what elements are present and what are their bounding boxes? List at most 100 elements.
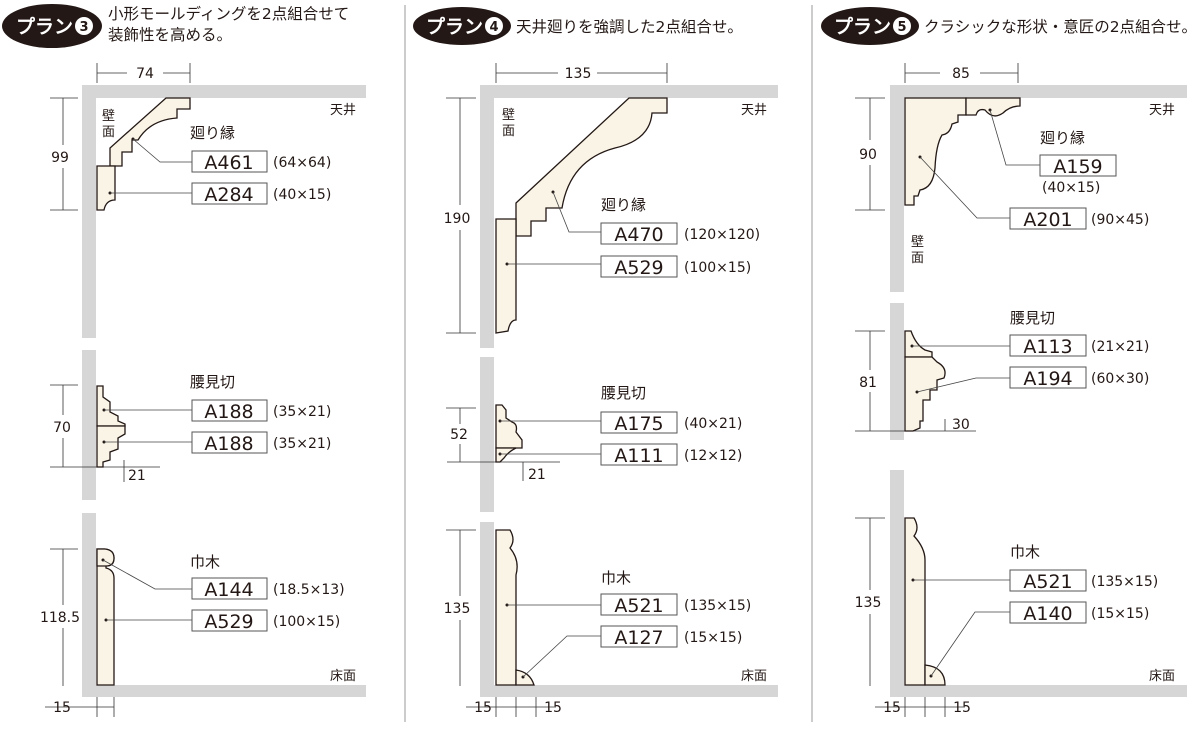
molding-a188 — [96, 385, 126, 427]
dim-depth: 15 — [474, 700, 492, 716]
molding-a521 — [495, 529, 518, 686]
wall — [82, 350, 96, 500]
product-size: (15×15) — [684, 630, 742, 646]
product-code: A175 — [614, 413, 663, 435]
dim-width: 85 — [952, 66, 970, 82]
wall — [890, 85, 904, 292]
plan-description: クラシックな形状・意匠の2点組合せ。 — [924, 17, 1197, 36]
plan-description: 天井廻りを強調した2点組合せ。 — [516, 18, 743, 36]
product-code: A127 — [614, 627, 663, 649]
product-code: A461 — [204, 152, 253, 174]
svg-text:プラン: プラン — [834, 15, 891, 38]
dim-width: 74 — [136, 66, 154, 82]
plan-badge: プラン 4 — [413, 7, 511, 45]
product-size: (100×15) — [273, 614, 340, 630]
wall-label: 壁 — [502, 108, 515, 123]
wall — [890, 303, 904, 440]
dim-depth: 30 — [952, 417, 970, 433]
plan-3-panel: プラン 3 小形モールディングを2点組合せて 装飾性を高める。 天井 壁 面 7… — [2, 4, 366, 717]
section-title: 腰見切 — [601, 384, 646, 402]
ceiling — [890, 85, 1187, 98]
plan-5-panel: プラン 5 クラシックな形状・意匠の2点組合せ。 天井 壁 面 85 90 廻り… — [821, 7, 1197, 717]
section-title: 廻り縁 — [1040, 129, 1085, 147]
molding-a188 — [96, 425, 126, 468]
section-title: 巾木 — [1010, 543, 1040, 561]
product-size: (60×30) — [1091, 371, 1149, 387]
wall — [480, 85, 494, 348]
product-size: (64×64) — [273, 155, 331, 171]
wall-label: 壁 — [911, 235, 924, 250]
dim-height: 90 — [859, 147, 877, 163]
floor-label: 床面 — [1149, 669, 1175, 684]
dim-height: 118.5 — [40, 610, 80, 626]
dim-width: 135 — [565, 66, 592, 82]
product-size: (40×15) — [1042, 180, 1100, 196]
wall — [82, 513, 96, 697]
section-title: 廻り縁 — [601, 196, 646, 214]
molding-a113 — [904, 330, 933, 358]
molding-a144 — [96, 548, 115, 567]
svg-text:プラン: プラン — [16, 15, 73, 38]
molding-a159 — [965, 97, 1021, 117]
product-size: (21×21) — [1091, 339, 1149, 355]
wall — [890, 470, 904, 697]
molding-a175 — [495, 404, 523, 449]
dim-depth: 15 — [953, 700, 971, 716]
dim-height: 81 — [859, 375, 877, 391]
molding-a194 — [904, 356, 946, 432]
floor — [480, 685, 778, 697]
product-size: (135×15) — [1091, 574, 1158, 590]
molding-a127 — [515, 669, 535, 686]
product-size: (40×15) — [273, 187, 331, 203]
floor-label: 床面 — [741, 669, 767, 684]
wall-label: 面 — [911, 251, 924, 266]
molding-a140 — [924, 664, 946, 686]
ceiling-label: 天井 — [330, 103, 356, 118]
dim-height: 190 — [444, 211, 471, 227]
product-code: A194 — [1023, 368, 1072, 390]
floor — [82, 685, 366, 697]
product-code: A521 — [1023, 571, 1072, 593]
product-size: (90×45) — [1091, 212, 1149, 228]
wall-label: 面 — [102, 125, 115, 140]
plan-badge: プラン 3 — [2, 4, 102, 48]
product-size: (35×21) — [273, 404, 331, 420]
product-size: (12×12) — [684, 448, 742, 464]
dim-depth: 15 — [544, 700, 562, 716]
product-size: (18.5×13) — [273, 582, 345, 598]
section-title: 巾木 — [190, 553, 220, 571]
dim-height: 70 — [53, 420, 71, 436]
product-size: (35×21) — [273, 436, 331, 452]
dim-height: 135 — [855, 595, 882, 611]
product-code: A521 — [614, 595, 663, 617]
svg-text:3: 3 — [79, 20, 88, 35]
ceiling — [82, 85, 366, 98]
dim-height: 52 — [450, 427, 468, 443]
molding-a521 — [904, 517, 926, 686]
plan-badge: プラン 5 — [821, 7, 919, 45]
floor — [890, 685, 1187, 697]
product-size: (135×15) — [684, 598, 751, 614]
wall-label: 面 — [502, 124, 515, 139]
dim-depth: 15 — [883, 700, 901, 716]
product-code: A113 — [1023, 336, 1072, 358]
ceiling — [480, 85, 778, 98]
section-title: 腰見切 — [1010, 309, 1055, 327]
wall-label: 壁 — [102, 109, 115, 124]
section-title: 腰見切 — [190, 373, 235, 391]
molding-a529 — [495, 218, 517, 334]
product-code: A201 — [1023, 209, 1072, 231]
section-title: 巾木 — [601, 569, 631, 587]
wall — [480, 522, 494, 697]
product-size: (15×15) — [1091, 606, 1149, 622]
product-code: A529 — [614, 257, 663, 279]
dim-depth: 15 — [53, 700, 71, 716]
product-code: A140 — [1023, 603, 1072, 625]
molding-a461 — [109, 97, 191, 167]
molding-a470 — [515, 97, 668, 237]
svg-text:5: 5 — [897, 20, 906, 35]
svg-text:4: 4 — [489, 20, 498, 35]
product-code: A111 — [614, 445, 663, 467]
plan-description: 小形モールディングを2点組合せて — [108, 4, 349, 23]
wall — [82, 85, 96, 338]
